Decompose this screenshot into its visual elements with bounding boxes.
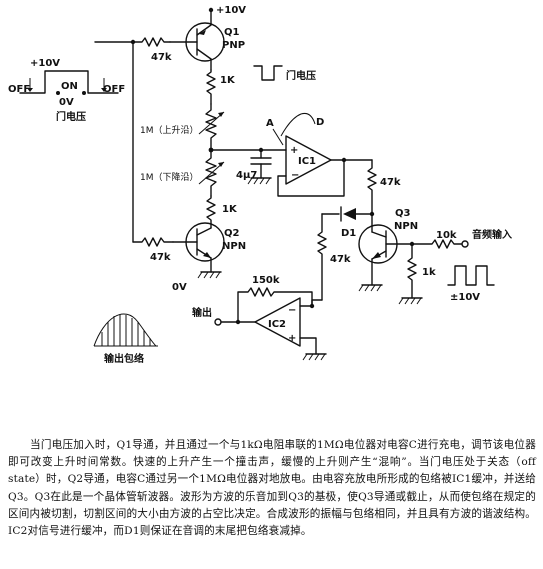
svg-text:+: + [290,145,298,156]
resistor-47k-q2 [132,237,174,247]
transistor-q2 [172,222,225,279]
r-1k-q3-label: 1k [422,267,436,278]
q1-type-label: PNP [222,40,245,51]
opamp-ic1: + − [277,135,373,197]
diode-d1 [321,206,375,222]
vcc-q1-label: +10V [216,5,246,16]
transistor-q3 [358,224,413,292]
q3-type-label: NPN [394,221,418,232]
gate-label-left: 门电压 [56,110,86,123]
q1-name-label: Q1 [224,27,240,38]
capacitor-4u7 [247,149,272,185]
q3-name-label: Q3 [395,208,411,219]
cap-value-label: 4μ7 [236,170,257,181]
attack-curve [280,113,316,137]
audio-amp-label: ±10V [450,292,480,303]
output-envelope-waveform [93,313,158,347]
resistor-10k [411,239,469,249]
r-1k-q1-label: 1K [220,75,236,86]
square-wave-input [447,265,495,286]
pot-fall [198,149,225,197]
resistor-1k-q1 [206,69,216,105]
audio-in-label: 音频输入 [472,228,512,241]
resistor-47k-d1 [317,213,327,301]
gate-switch-symbol [19,70,119,95]
r-47k-q1-label: 47k [151,52,172,63]
resistor-47k-ic1 [367,159,377,233]
node-d-label: D [316,117,324,128]
r-47k-d1-label: 47k [330,254,351,265]
svg-text:−: − [288,305,296,316]
ic2-label: IC2 [268,319,286,330]
gate-off-left-label: OFF [8,84,30,95]
envelope-label: 输出包络 [104,352,144,365]
pot-rise-label: 1M（上升沿） [140,125,199,136]
gate-pulse-small [253,65,283,81]
resistor-1k-q3 [398,243,423,305]
r-1k-q2-label: 1K [222,204,238,215]
pot-rise [198,103,225,151]
q2-name-label: Q2 [224,228,240,239]
r-150k-label: 150k [252,275,280,286]
description-text: 当门电压加入时，Q1导通，并且通过一个与1kΩ电阻串联的1MΩ电位器对电容C进行… [8,437,536,540]
output-label: 输出 [192,306,212,319]
gate-zero-label: 0V [59,97,74,108]
gate-off-right-label: OFF [103,84,125,95]
node-a-label: A [266,118,274,129]
zero-v-label: 0V [172,282,187,293]
r-47k-q2-label: 47k [150,252,171,263]
pot-fall-label: 1M（下降沿） [140,171,199,183]
circuit-schematic: +10V Q1 PNP 47k 1K 门电压 +10V OFF ON OFF 0… [8,5,512,365]
gate-label-right: 门电压 [286,69,316,82]
svg-text:+: + [288,333,296,344]
resistor-1k-q2 [206,195,216,229]
description-paragraph: 当门电压加入时，Q1导通，并且通过一个与1kΩ电阻串联的1MΩ电位器对电容C进行… [8,439,536,538]
gate-plus-label: +10V [30,58,60,69]
r-47k-ic1-label: 47k [380,177,401,188]
transistor-q1 [169,7,225,71]
ic1-label: IC1 [298,156,316,167]
resistor-150k [235,287,315,325]
resistor-47k-q1 [132,37,171,47]
d1-label: D1 [341,228,356,239]
svg-text:−: − [291,170,299,181]
q2-type-label: NPN [222,241,246,252]
gate-on-label: ON [61,81,78,92]
r-10k-label: 10k [436,230,457,241]
